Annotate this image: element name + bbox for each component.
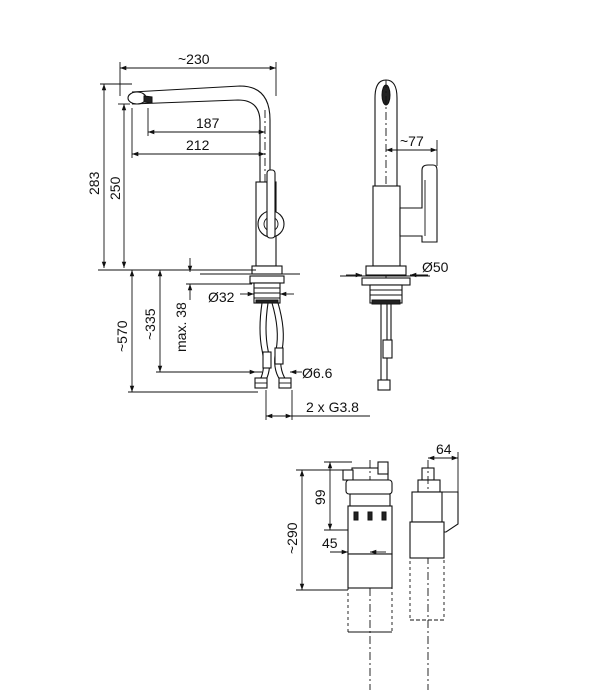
dim-label-250: 250 xyxy=(107,176,123,200)
faucet-side-view xyxy=(340,79,438,391)
dim-label-230: ~230 xyxy=(178,51,210,67)
dim-label-570: ~570 xyxy=(114,320,130,352)
dimension-lines xyxy=(98,62,459,591)
dim-label-77: ~77 xyxy=(400,133,424,149)
filter-front-view xyxy=(342,460,393,690)
dim-label-45: 45 xyxy=(322,535,338,551)
dim-label-335: ~335 xyxy=(142,308,158,340)
dim-label-290: ~290 xyxy=(284,522,300,554)
dim-label-99: 99 xyxy=(312,489,328,505)
dim-label-64: 64 xyxy=(436,441,452,457)
dim-label-max38: max. 38 xyxy=(173,302,189,352)
dim-label-dia32: Ø32 xyxy=(208,289,235,305)
dim-label-283: 283 xyxy=(86,171,102,195)
dim-label-187: 187 xyxy=(196,115,220,131)
dim-label-dia50: Ø50 xyxy=(422,259,449,275)
dim-label-g38: 2 x G3.8 xyxy=(306,399,359,415)
dim-label-dia66: Ø6.6 xyxy=(302,365,333,381)
faucet-front-view xyxy=(127,85,300,389)
filter-side-view xyxy=(409,460,459,690)
dim-label-212: 212 xyxy=(186,137,210,153)
